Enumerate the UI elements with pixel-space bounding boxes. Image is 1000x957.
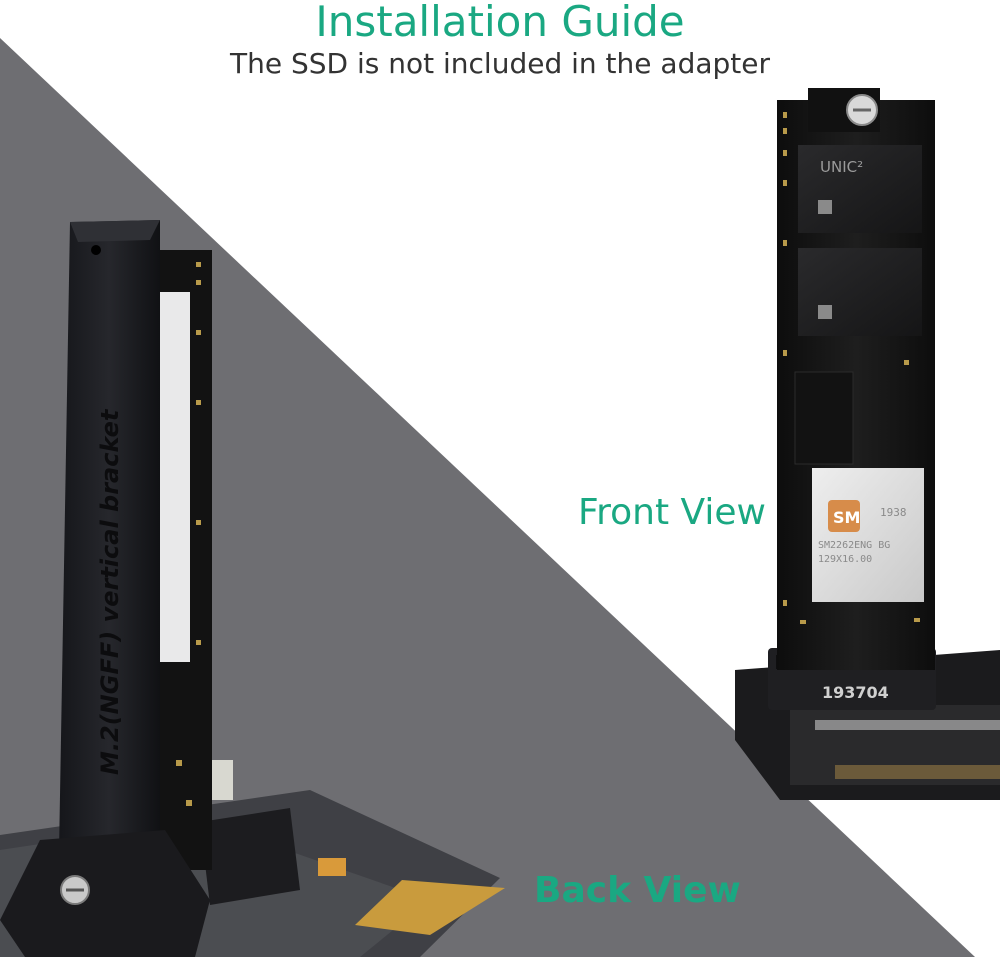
front-nand-qr-2	[818, 305, 832, 319]
front-nand-chip-2	[798, 248, 922, 336]
front-smd-components	[783, 112, 920, 624]
back-m2-slot	[200, 808, 300, 905]
nand-brand-text: UNIC²	[820, 158, 863, 176]
front-board-contacts	[835, 765, 1000, 779]
front-board-silkscreen	[815, 720, 1000, 730]
front-controller-chip	[812, 468, 924, 602]
back-orange-component	[318, 858, 346, 876]
front-dram-chip	[794, 371, 854, 465]
front-nand-qr	[818, 200, 832, 214]
back-smd-components	[176, 262, 201, 806]
vertical-bracket-top	[70, 220, 160, 242]
connector-code-text: 193704	[822, 683, 889, 702]
back-view-label: Back View	[534, 870, 741, 911]
svg-text:SM: SM	[833, 508, 860, 527]
sm-logo-icon: SM	[828, 500, 860, 532]
page-title: Installation Guide	[315, 0, 685, 46]
controller-date-text: 1938	[880, 506, 907, 519]
vertical-bracket	[58, 220, 160, 910]
controller-line1-text: SM2262ENG BG	[818, 540, 890, 551]
bracket-base	[0, 830, 210, 957]
bracket-hole	[91, 245, 101, 255]
gray-triangle	[0, 38, 975, 957]
back-view-assembly: M.2(NGFF) vertical bracket	[0, 220, 505, 957]
back-gold-fingers	[355, 880, 505, 935]
bracket-engraved-text: M.2(NGFF) vertical bracket	[96, 408, 124, 775]
controller-line2-text: 129X16.00	[818, 554, 872, 565]
front-view-label: Front View	[578, 492, 766, 533]
front-nand-chip-1	[798, 145, 922, 233]
front-view-assembly: UNIC² SM 1938 SM2262ENG BG 129X16.00 193…	[735, 88, 1000, 800]
page-subtitle: The SSD is not included in the adapter	[230, 47, 770, 80]
